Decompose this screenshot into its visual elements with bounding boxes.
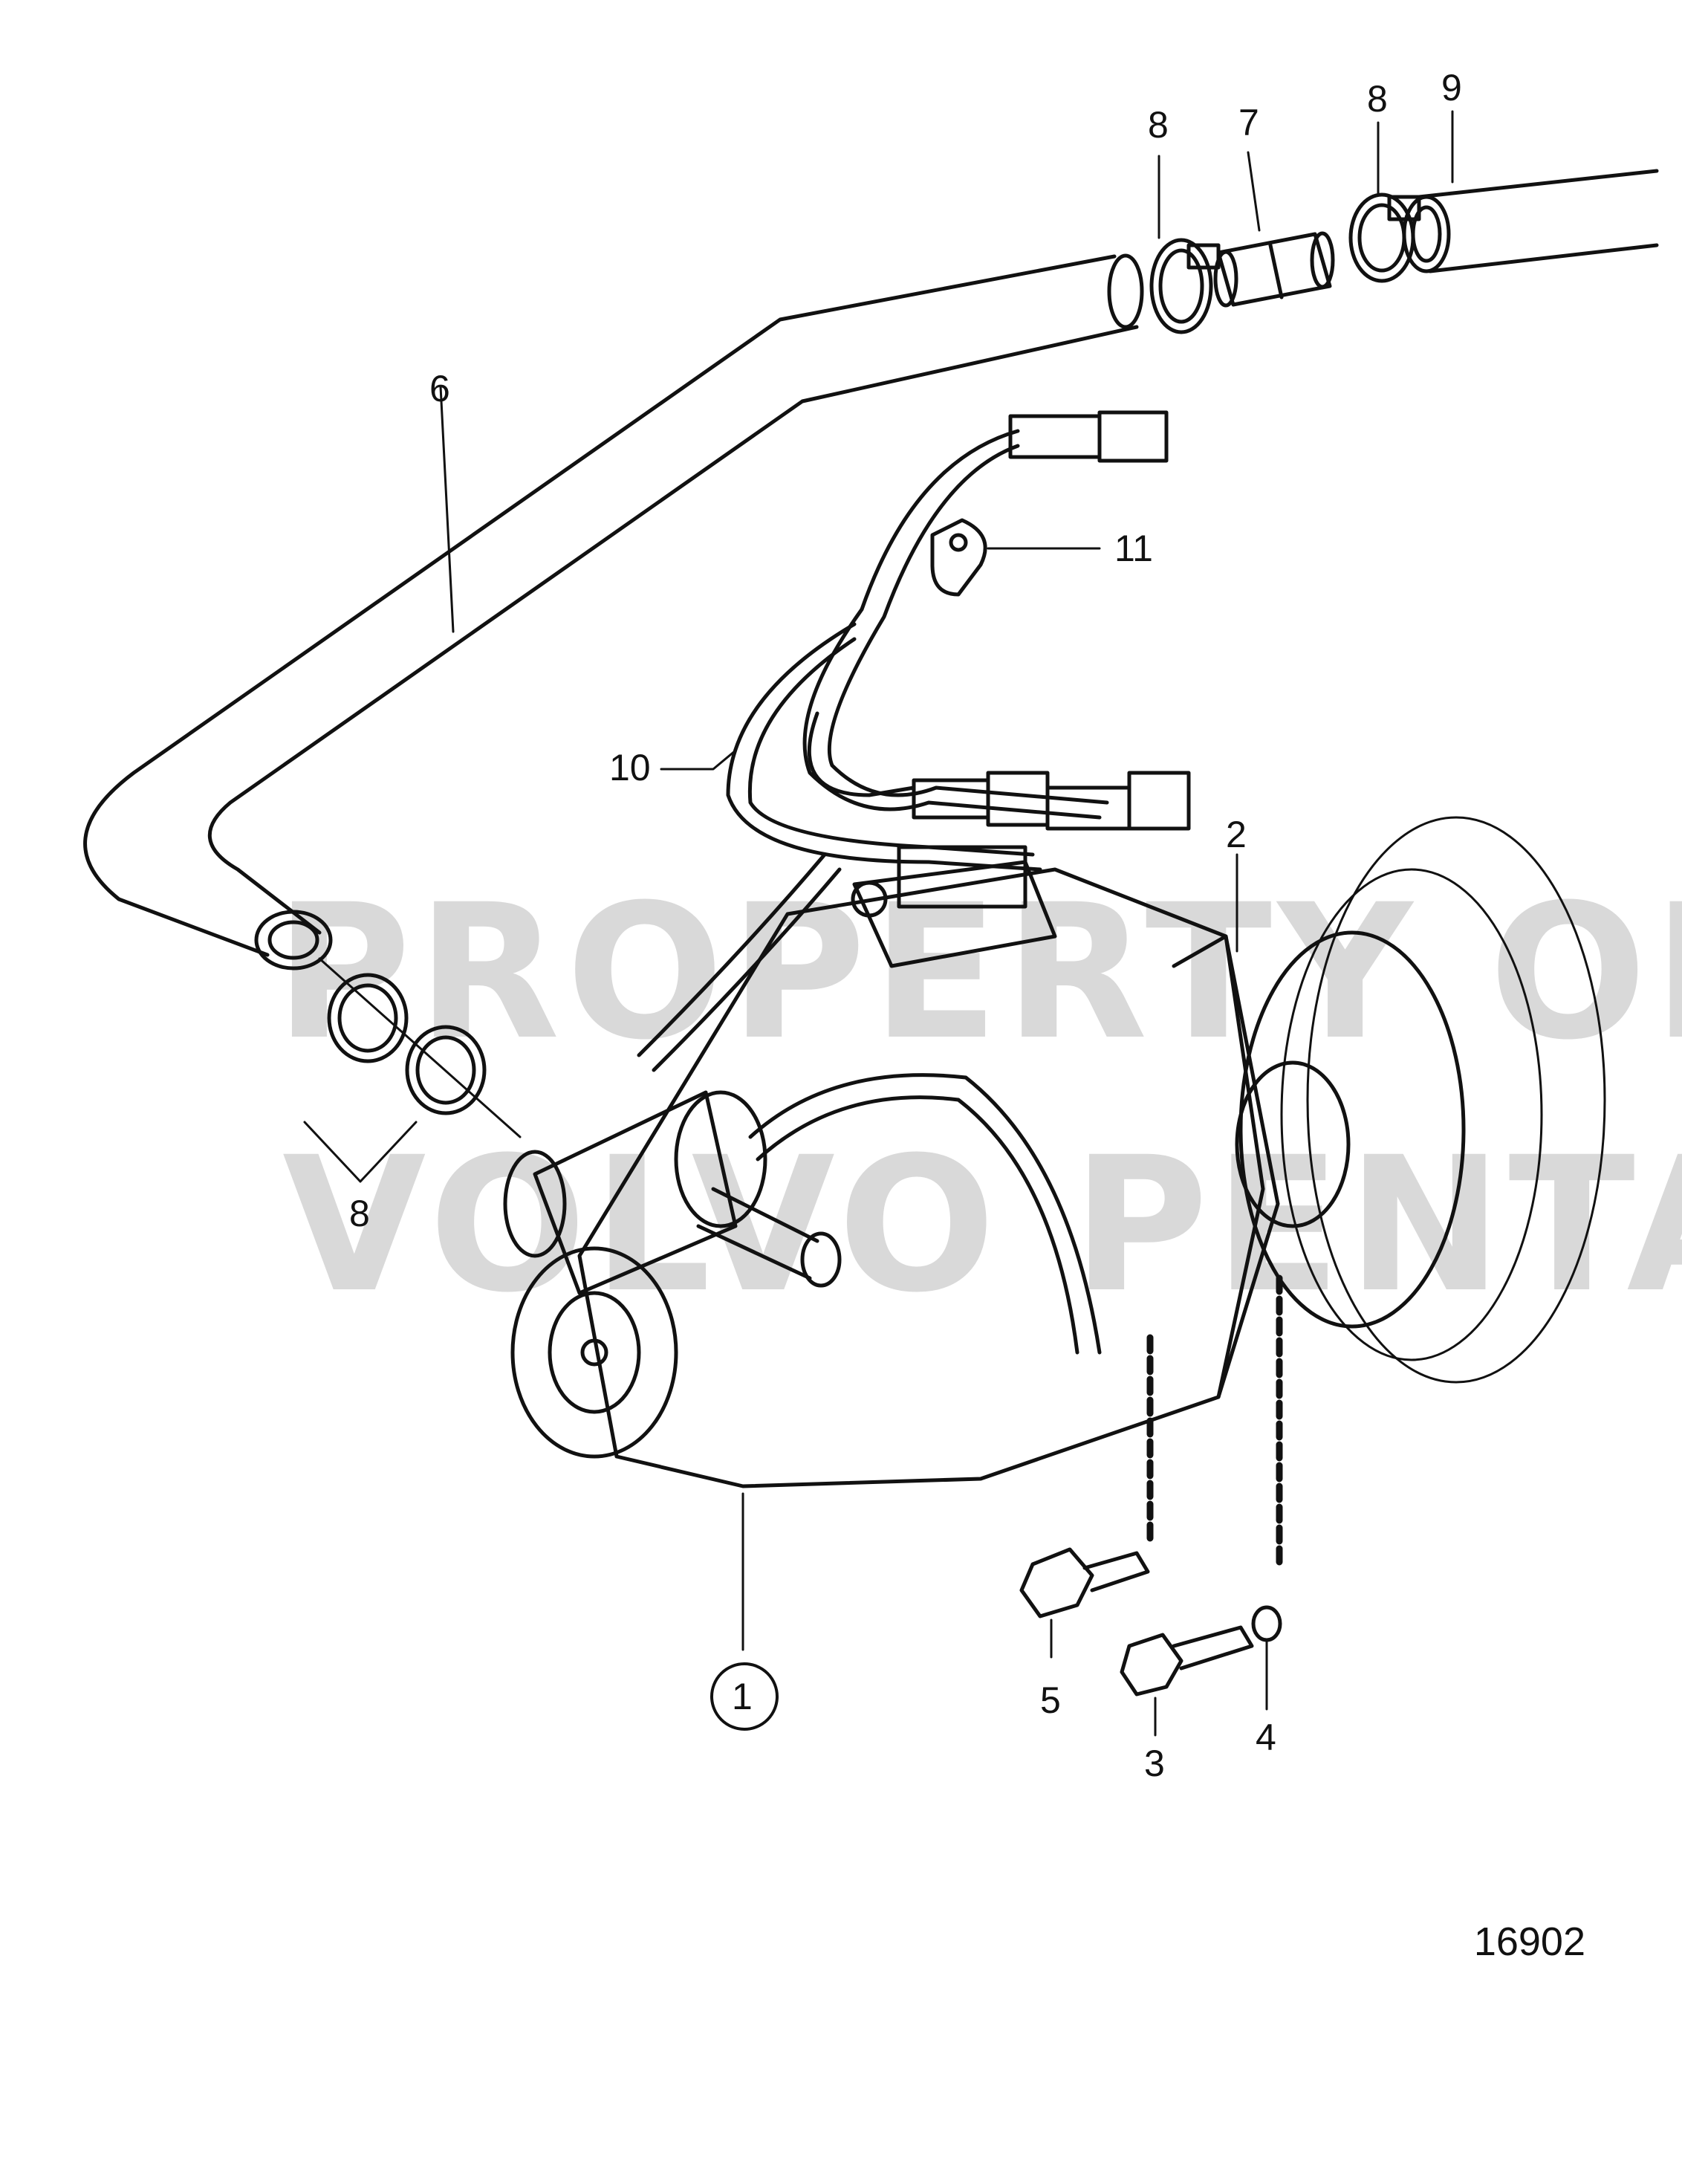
hose-9	[1402, 169, 1659, 273]
screw-3	[1120, 1625, 1254, 1697]
part-label-9: 9	[1441, 67, 1462, 108]
watermark-line1: PROPERTY OF	[275, 864, 1682, 1080]
part-label-5: 5	[1040, 1679, 1061, 1721]
hose-clamp-8-lower	[318, 957, 522, 1138]
part-label-8-top-left: 8	[1148, 104, 1169, 146]
wiring-harness-10	[726, 410, 1191, 872]
fastener-leaders	[1146, 1274, 1283, 1572]
part-label-2: 2	[1226, 814, 1247, 855]
part-label-10: 10	[609, 747, 651, 788]
drawing-number: 16902	[1473, 1919, 1585, 1964]
screw-5	[1019, 1547, 1150, 1618]
washer-4	[1251, 1605, 1282, 1642]
label-leaders	[303, 110, 1454, 1737]
flexible-coupling-2	[1235, 816, 1606, 1384]
part-label-4: 4	[1256, 1717, 1276, 1758]
part-label-3: 3	[1144, 1743, 1165, 1784]
part-label-7: 7	[1238, 102, 1259, 143]
reverse-gear-1	[503, 845, 1280, 1488]
label-1-circle	[710, 1662, 779, 1731]
watermark: PROPERTY OF VOLVO PENTA	[275, 864, 1682, 1333]
part-label-11: 11	[1114, 528, 1153, 569]
part-label-8-lower: 8	[349, 1193, 370, 1234]
part-labels: 1 2 3 4 5 6 7 8 8 8 9 10 11	[349, 67, 1462, 1784]
watermark-line2: VOLVO PENTA	[282, 1117, 1682, 1333]
hose-6	[83, 253, 1144, 971]
part-label-8-top-right: 8	[1367, 78, 1388, 120]
cable-clip-11	[930, 518, 987, 597]
hose-clamp-8-top-left	[1149, 238, 1221, 334]
connector-pipe-7	[1213, 231, 1335, 308]
part-label-1: 1	[732, 1676, 753, 1717]
part-label-6: 6	[429, 368, 450, 409]
